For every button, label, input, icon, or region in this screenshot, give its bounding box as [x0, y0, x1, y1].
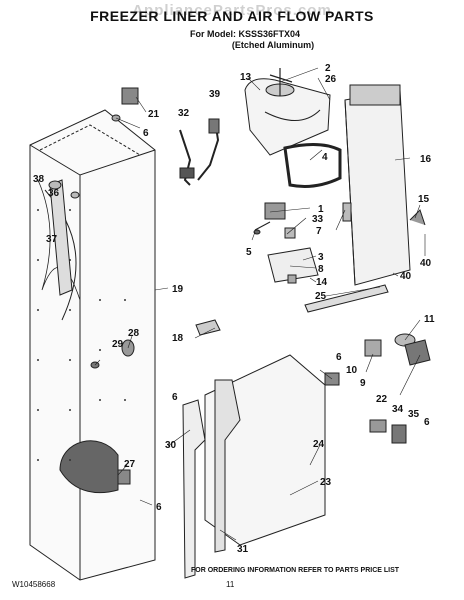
clip-part — [409, 209, 426, 226]
channel-30 — [182, 399, 206, 579]
callout-5: 5 — [246, 247, 252, 258]
leader-lines — [37, 67, 426, 541]
callout-36: 36 — [48, 188, 60, 199]
diagram-title: FREEZER LINER AND AIR FLOW PARTS — [90, 8, 374, 24]
callout-6-right: 6 — [336, 352, 342, 363]
callout-34: 34 — [392, 404, 404, 415]
callout-22: 22 — [376, 394, 388, 405]
channel-31 — [214, 379, 241, 553]
document-number: W10458668 — [12, 580, 56, 589]
callout-21: 21 — [148, 109, 160, 120]
callout-labels: 1 2 3 4 5 6 7 8 9 10 11 13 14 15 16 18 1… — [33, 63, 435, 555]
callout-38: 38 — [33, 174, 45, 185]
callout-6-upper: 6 — [143, 128, 149, 139]
model-number: For Model: KSSS36FTX04 — [189, 29, 301, 39]
callout-8: 8 — [318, 264, 324, 275]
callout-11: 11 — [424, 314, 435, 325]
callout-6-lower-right: 6 — [424, 417, 430, 428]
label-part — [195, 319, 221, 336]
callout-13: 13 — [240, 72, 252, 83]
callout-37: 37 — [46, 234, 58, 245]
wire-harness — [179, 118, 220, 186]
callout-9: 9 — [360, 378, 366, 389]
callout-6-bottom: 6 — [156, 502, 162, 513]
light-bracket — [48, 179, 80, 296]
callout-32: 32 — [178, 108, 190, 119]
callout-2: 2 — [325, 63, 331, 74]
callout-31: 31 — [237, 544, 249, 555]
finish-label: (Etched Aluminum) — [231, 40, 315, 50]
damper-bracket — [267, 247, 319, 284]
gasket — [283, 143, 342, 188]
callout-25: 25 — [315, 291, 327, 302]
callout-6-mid: 6 — [172, 392, 178, 403]
callout-15: 15 — [418, 194, 430, 205]
callout-4: 4 — [322, 152, 328, 163]
callout-23: 23 — [320, 477, 332, 488]
bracket-part — [342, 202, 352, 222]
callout-19: 19 — [172, 284, 184, 295]
evaporator-cover — [244, 68, 331, 156]
light-socket-group — [324, 333, 431, 386]
callout-26: 26 — [325, 74, 337, 85]
callout-3: 3 — [318, 252, 324, 263]
switch-group — [369, 419, 407, 444]
callout-40-lower: 40 — [400, 271, 412, 282]
callout-39: 39 — [209, 89, 221, 100]
strip — [304, 284, 389, 313]
rear-duct-panel — [344, 84, 411, 286]
watermark: AppliancePartsPros.com — [132, 2, 332, 19]
page-number: 11 — [226, 580, 235, 589]
control-part — [284, 227, 296, 239]
ordering-note: FOR ORDERING INFORMATION REFER TO PARTS … — [190, 567, 400, 574]
fan-motor — [253, 202, 286, 235]
callout-18: 18 — [172, 333, 184, 344]
callout-24: 24 — [313, 439, 325, 450]
freezer-liner — [29, 109, 156, 581]
screw-clip-upper — [111, 87, 139, 122]
callout-35: 35 — [408, 409, 420, 420]
callout-1: 1 — [318, 204, 324, 215]
callout-33: 33 — [312, 214, 324, 225]
callout-29: 29 — [112, 339, 124, 350]
callout-40-upper: 40 — [420, 258, 432, 269]
callout-7: 7 — [316, 226, 322, 237]
callout-16: 16 — [420, 154, 432, 165]
callout-28: 28 — [128, 328, 140, 339]
bottom-clip — [117, 469, 131, 485]
callout-14: 14 — [316, 277, 328, 288]
callout-30: 30 — [165, 440, 177, 451]
callout-27: 27 — [124, 459, 136, 470]
callout-10: 10 — [346, 365, 358, 376]
